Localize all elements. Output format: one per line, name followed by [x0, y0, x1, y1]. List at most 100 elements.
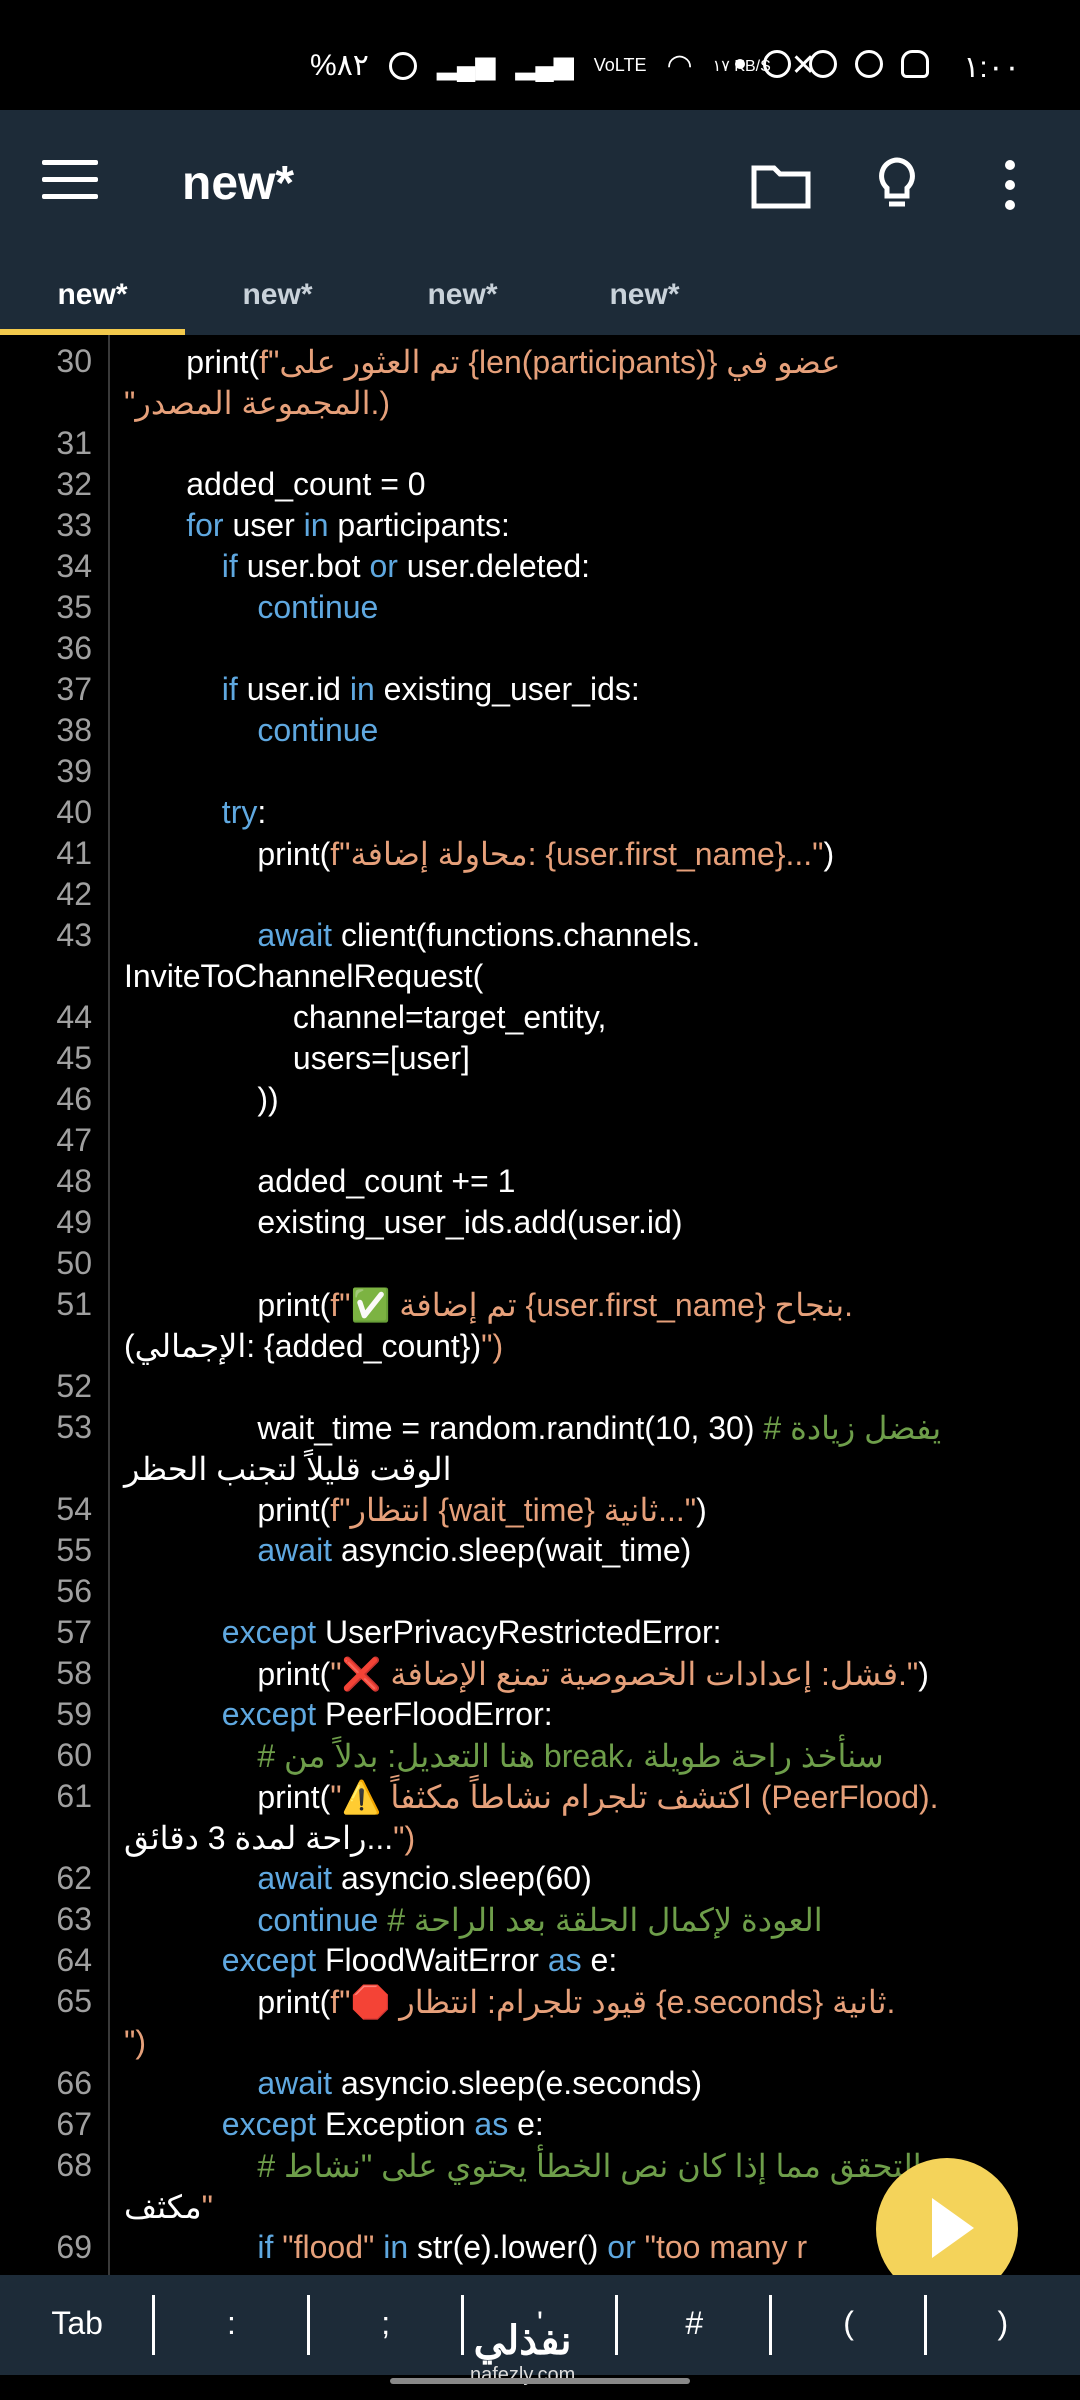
- line-number: 57: [56, 1614, 92, 1650]
- line-number: 67: [56, 2106, 92, 2142]
- line-number: 30: [56, 343, 92, 379]
- code-editor[interactable]: 30 print(f"تم العثور على {len(participan…: [0, 335, 1080, 2275]
- code-line: await asyncio.sleep(e.seconds): [257, 2065, 703, 2101]
- code-line: added_count = 0: [124, 466, 426, 502]
- tab-1[interactable]: new*: [57, 278, 128, 311]
- code-line: await client(functions.channels.: [257, 917, 701, 953]
- system-status-icons: %٨٢ ▂▄▆ ▂▄▆ VoLTE ◠ ١٧ KB/S ✕: [310, 48, 816, 83]
- code-line: try:: [221, 794, 267, 830]
- line-number: 35: [56, 589, 92, 625]
- code-line: (الإجمالي: {added_count})"): [124, 1328, 504, 1364]
- line-number: 65: [56, 1983, 92, 2019]
- line-number: 44: [56, 999, 92, 1035]
- code-line: except UserPrivacyRestrictedError:: [221, 1614, 722, 1650]
- line-number: 63: [56, 1901, 92, 1937]
- code-line: except FloodWaitError as e:: [221, 1942, 618, 1978]
- code-line: الوقت قليلاً لتجنب الحظر: [124, 1451, 452, 1487]
- menu-icon[interactable]: [42, 160, 98, 200]
- home-indicator[interactable]: [390, 2378, 690, 2384]
- code-line: wait_time = random.randint(10, 30) # يفض…: [124, 1410, 942, 1446]
- code-line: # هنا التعديل: بدلاً من break، سنأخذ راح…: [257, 1738, 884, 1774]
- line-number: 39: [56, 753, 92, 789]
- line-number: 31: [56, 425, 92, 461]
- code-line: except PeerFloodError:: [221, 1696, 553, 1732]
- lightbulb-icon[interactable]: [862, 150, 932, 220]
- code-line: print("⚠️ اكتشف تلجرام نشاطاً مكثفاً (Pe…: [124, 1779, 939, 1815]
- code-line: print(f"🛑 قيود تلجرام: انتظار {e.seconds…: [124, 1984, 896, 2020]
- app-bar: new*: [0, 110, 1080, 250]
- tab-3[interactable]: new*: [427, 278, 498, 311]
- code-line: مكثف": [124, 2189, 213, 2225]
- gutter-divider: [108, 335, 110, 2275]
- notification-icons: [735, 50, 929, 78]
- code-line: users=[user]: [124, 1040, 470, 1076]
- code-line: for user in participants:: [186, 507, 510, 543]
- key-symbol[interactable]: :: [226, 2305, 236, 2341]
- line-number: 66: [56, 2065, 92, 2101]
- tab-2[interactable]: new*: [242, 278, 313, 311]
- active-tab-indicator: [0, 329, 185, 335]
- line-number: 68: [56, 2147, 92, 2183]
- line-number: 54: [56, 1491, 92, 1527]
- line-number: 58: [56, 1655, 92, 1691]
- key-separator: [306, 2295, 310, 2355]
- tab-4[interactable]: new*: [609, 278, 680, 311]
- code-line: if "flood" in str(e).lower() or "too man…: [257, 2229, 808, 2265]
- chatgpt-icon: [763, 50, 791, 78]
- whatsapp-icon: [855, 50, 883, 78]
- clock: ١:٠٠: [963, 51, 1020, 84]
- code-line: if user.id in existing_user_ids:: [221, 671, 640, 707]
- key-symbol[interactable]: ': [536, 2305, 544, 2341]
- line-number: 34: [56, 548, 92, 584]
- code-line: print("❌ فشل: إعدادات الخصوصية تمنع الإض…: [124, 1656, 929, 1692]
- folder-icon[interactable]: [746, 150, 816, 220]
- code-line: except Exception as e:: [221, 2106, 544, 2142]
- code-line: await asyncio.sleep(wait_time): [257, 1532, 692, 1568]
- line-number: 60: [56, 1737, 92, 1773]
- code-line: continue: [257, 589, 379, 625]
- key-separator: [460, 2295, 464, 2355]
- key-separator: [769, 2295, 773, 2355]
- line-number: 40: [56, 794, 92, 830]
- key-symbol[interactable]: #: [685, 2305, 704, 2341]
- battery-icon: [388, 51, 417, 80]
- signal-icon-2: ▂▄▆: [515, 50, 574, 80]
- code-line: if user.bot or user.deleted:: [221, 548, 591, 584]
- line-number: 33: [56, 507, 92, 543]
- extra-keys-bar: Tab:; ' # (): [0, 2275, 1080, 2375]
- watermark-brand: نفذلي: [473, 2319, 572, 2363]
- code-line: continue # العودة لإكمال الحلقة بعد الرا…: [257, 1902, 823, 1938]
- line-number: 55: [56, 1532, 92, 1568]
- file-title: new*: [182, 157, 295, 210]
- line-number: 50: [56, 1245, 92, 1281]
- line-number: 53: [56, 1409, 92, 1445]
- wifi-icon: ◠: [666, 49, 693, 82]
- code-line: )): [124, 1081, 279, 1117]
- code-line: print(f"✅ تم إضافة {user.first_name} بنج…: [124, 1287, 854, 1323]
- notification-dot: [735, 59, 745, 69]
- key-separator: [923, 2295, 927, 2355]
- signal-icon: ▂▄▆: [436, 50, 496, 80]
- key-symbol[interactable]: ): [997, 2305, 1009, 2341]
- file-tabs: new* new* new* new*: [0, 250, 1080, 335]
- line-number: 47: [56, 1122, 92, 1158]
- line-number: 41: [56, 835, 92, 871]
- code-line: channel=target_entity,: [124, 999, 607, 1035]
- more-options-icon[interactable]: [985, 150, 1055, 220]
- key-symbol[interactable]: (: [843, 2305, 854, 2341]
- code-line: print(f"تم العثور على {len(participants)…: [124, 344, 841, 380]
- code-line: print(f"انتظار {wait_time} ثانية..."): [124, 1492, 707, 1528]
- key-symbol[interactable]: ;: [381, 2305, 391, 2341]
- line-number: 69: [56, 2229, 92, 2265]
- key-tab[interactable]: Tab: [51, 2305, 103, 2341]
- line-number: 38: [56, 712, 92, 748]
- status-bar: %٨٢ ▂▄▆ ▂▄▆ VoLTE ◠ ١٧ KB/S ✕ ١:٠٠: [0, 0, 1080, 110]
- code-line: راحة لمدة 3 دقائق..."): [124, 1820, 416, 1856]
- line-number: 45: [56, 1040, 92, 1076]
- code-line: added_count += 1: [124, 1163, 516, 1199]
- line-number: 36: [56, 630, 92, 666]
- line-number: 59: [56, 1696, 92, 1732]
- volte-label: VoLTE: [593, 55, 647, 75]
- line-number: 49: [56, 1204, 92, 1240]
- snapchat-icon: [901, 50, 929, 78]
